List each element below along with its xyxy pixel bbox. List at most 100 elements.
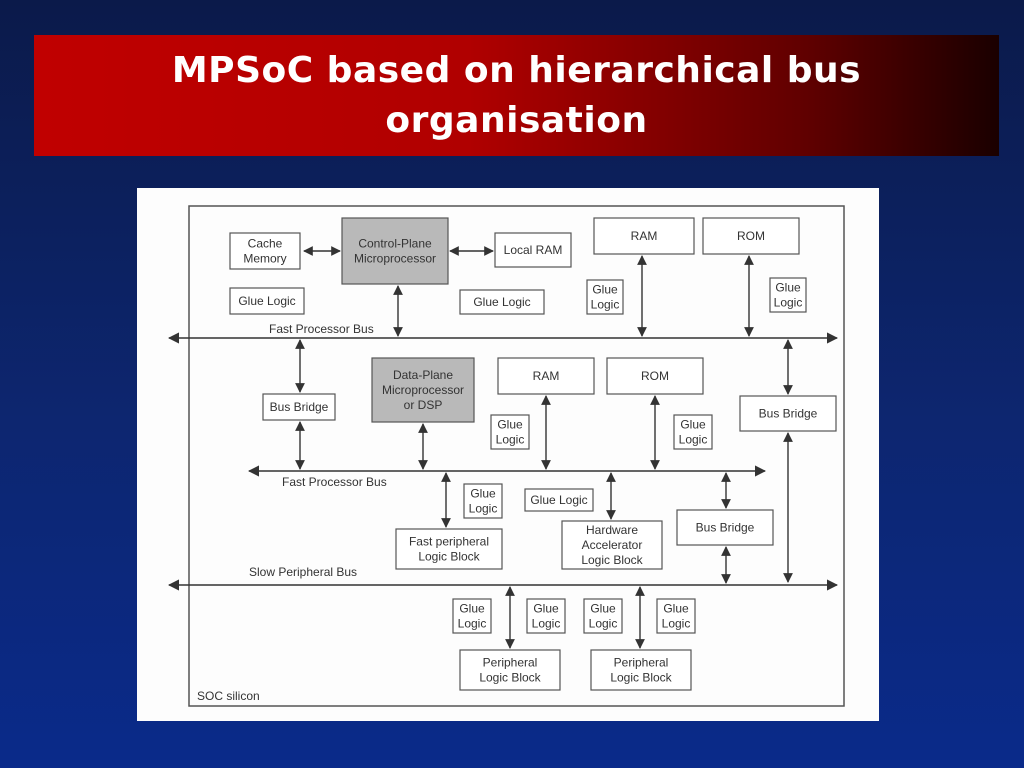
box-label: Data-Plane (393, 368, 453, 382)
box-label: or DSP (404, 398, 443, 412)
box-frame (593, 217, 695, 255)
box-label: Glue (533, 602, 559, 616)
box-frame (673, 414, 713, 450)
bus-label-slow-peripheral-bus: Slow Peripheral Bus (249, 565, 357, 579)
box-frame (452, 598, 492, 634)
box-label: Microprocessor (354, 252, 436, 266)
box-label: Glue Logic (473, 295, 530, 309)
box-label: Logic (662, 617, 691, 631)
box-label: Memory (243, 252, 286, 266)
box-label: Peripheral (483, 656, 538, 670)
box-ram-mid: RAM (497, 357, 595, 395)
box-ram-top: RAM (593, 217, 695, 255)
soc-silicon-label: SOC silicon (197, 689, 260, 703)
box-frame (229, 232, 301, 270)
box-frame (262, 393, 336, 421)
box-glue-logic-mid-top: Glue Logic (459, 289, 545, 315)
box-label: Glue (592, 283, 618, 297)
box-label: Glue Logic (530, 493, 587, 507)
box-glue-logic-left-top: Glue Logic (229, 287, 305, 315)
box-frame (606, 357, 704, 395)
slide-title-line-1: MPSoC based on hierarchical bus (171, 49, 862, 91)
box-label: Glue (470, 487, 496, 501)
box-frame (586, 279, 624, 315)
box-label: Logic Block (418, 550, 480, 564)
box-label: Logic Block (610, 671, 672, 685)
box-label: Control-Plane (358, 237, 432, 251)
box-label: Bus Bridge (696, 521, 755, 535)
box-frame (526, 598, 566, 634)
box-frame (463, 483, 503, 519)
box-label: Peripheral (614, 656, 669, 670)
box-frame (341, 217, 449, 285)
box-frame (395, 528, 503, 570)
box-label: Logic (469, 502, 498, 516)
box-label: Glue (775, 281, 801, 295)
bus-label-fast-processor-bus-top: Fast Processor Bus (269, 322, 374, 336)
box-frame (676, 509, 774, 546)
box-label: Logic (589, 617, 618, 631)
box-label: Logic (591, 298, 620, 312)
box-frame (583, 598, 623, 634)
box-frame (497, 357, 595, 395)
box-frame (590, 649, 692, 691)
box-frame (459, 289, 545, 315)
box-label: Glue (590, 602, 616, 616)
box-label: Fast peripheral (409, 535, 489, 549)
slide-title-line-2: organisation (385, 99, 648, 141)
box-rom-top: ROM (702, 217, 800, 255)
box-rom-mid: ROM (606, 357, 704, 395)
box-label: Glue Logic (238, 294, 295, 308)
box-label: Logic Block (581, 553, 643, 567)
box-local-ram: Local RAM (494, 232, 572, 268)
box-label: Logic (774, 296, 803, 310)
box-frame (561, 520, 663, 570)
box-frame (769, 277, 807, 313)
box-frame (524, 488, 594, 512)
box-label: ROM (737, 229, 765, 243)
box-label: Accelerator (582, 538, 643, 552)
soc-outline (188, 205, 845, 707)
box-frame (702, 217, 800, 255)
title-bar: MPSoC based on hierarchical bus organisa… (34, 35, 999, 156)
box-label: Logic (496, 433, 525, 447)
box-label: Glue (663, 602, 689, 616)
box-label: Logic Block (479, 671, 541, 685)
box-label: Logic (679, 433, 708, 447)
box-frame (229, 287, 305, 315)
box-label: ROM (641, 369, 669, 383)
box-label: Bus Bridge (270, 400, 329, 414)
box-bus-bridge-low: Bus Bridge (676, 509, 774, 546)
box-frame (494, 232, 572, 268)
box-label: RAM (533, 369, 560, 383)
box-label: RAM (631, 229, 658, 243)
box-label: Glue (459, 602, 485, 616)
box-label: Glue (680, 418, 706, 432)
box-label: Cache (248, 237, 283, 251)
box-label: Bus Bridge (759, 407, 818, 421)
box-frame (490, 414, 530, 450)
box-label: Hardware (586, 523, 638, 537)
bus-label-fast-processor-bus-mid: Fast Processor Bus (282, 475, 387, 489)
box-frame (459, 649, 561, 691)
box-label: Local RAM (504, 243, 563, 257)
box-frame (739, 395, 837, 432)
box-label: Logic (458, 617, 487, 631)
box-bus-bridge-left: Bus Bridge (262, 393, 336, 421)
